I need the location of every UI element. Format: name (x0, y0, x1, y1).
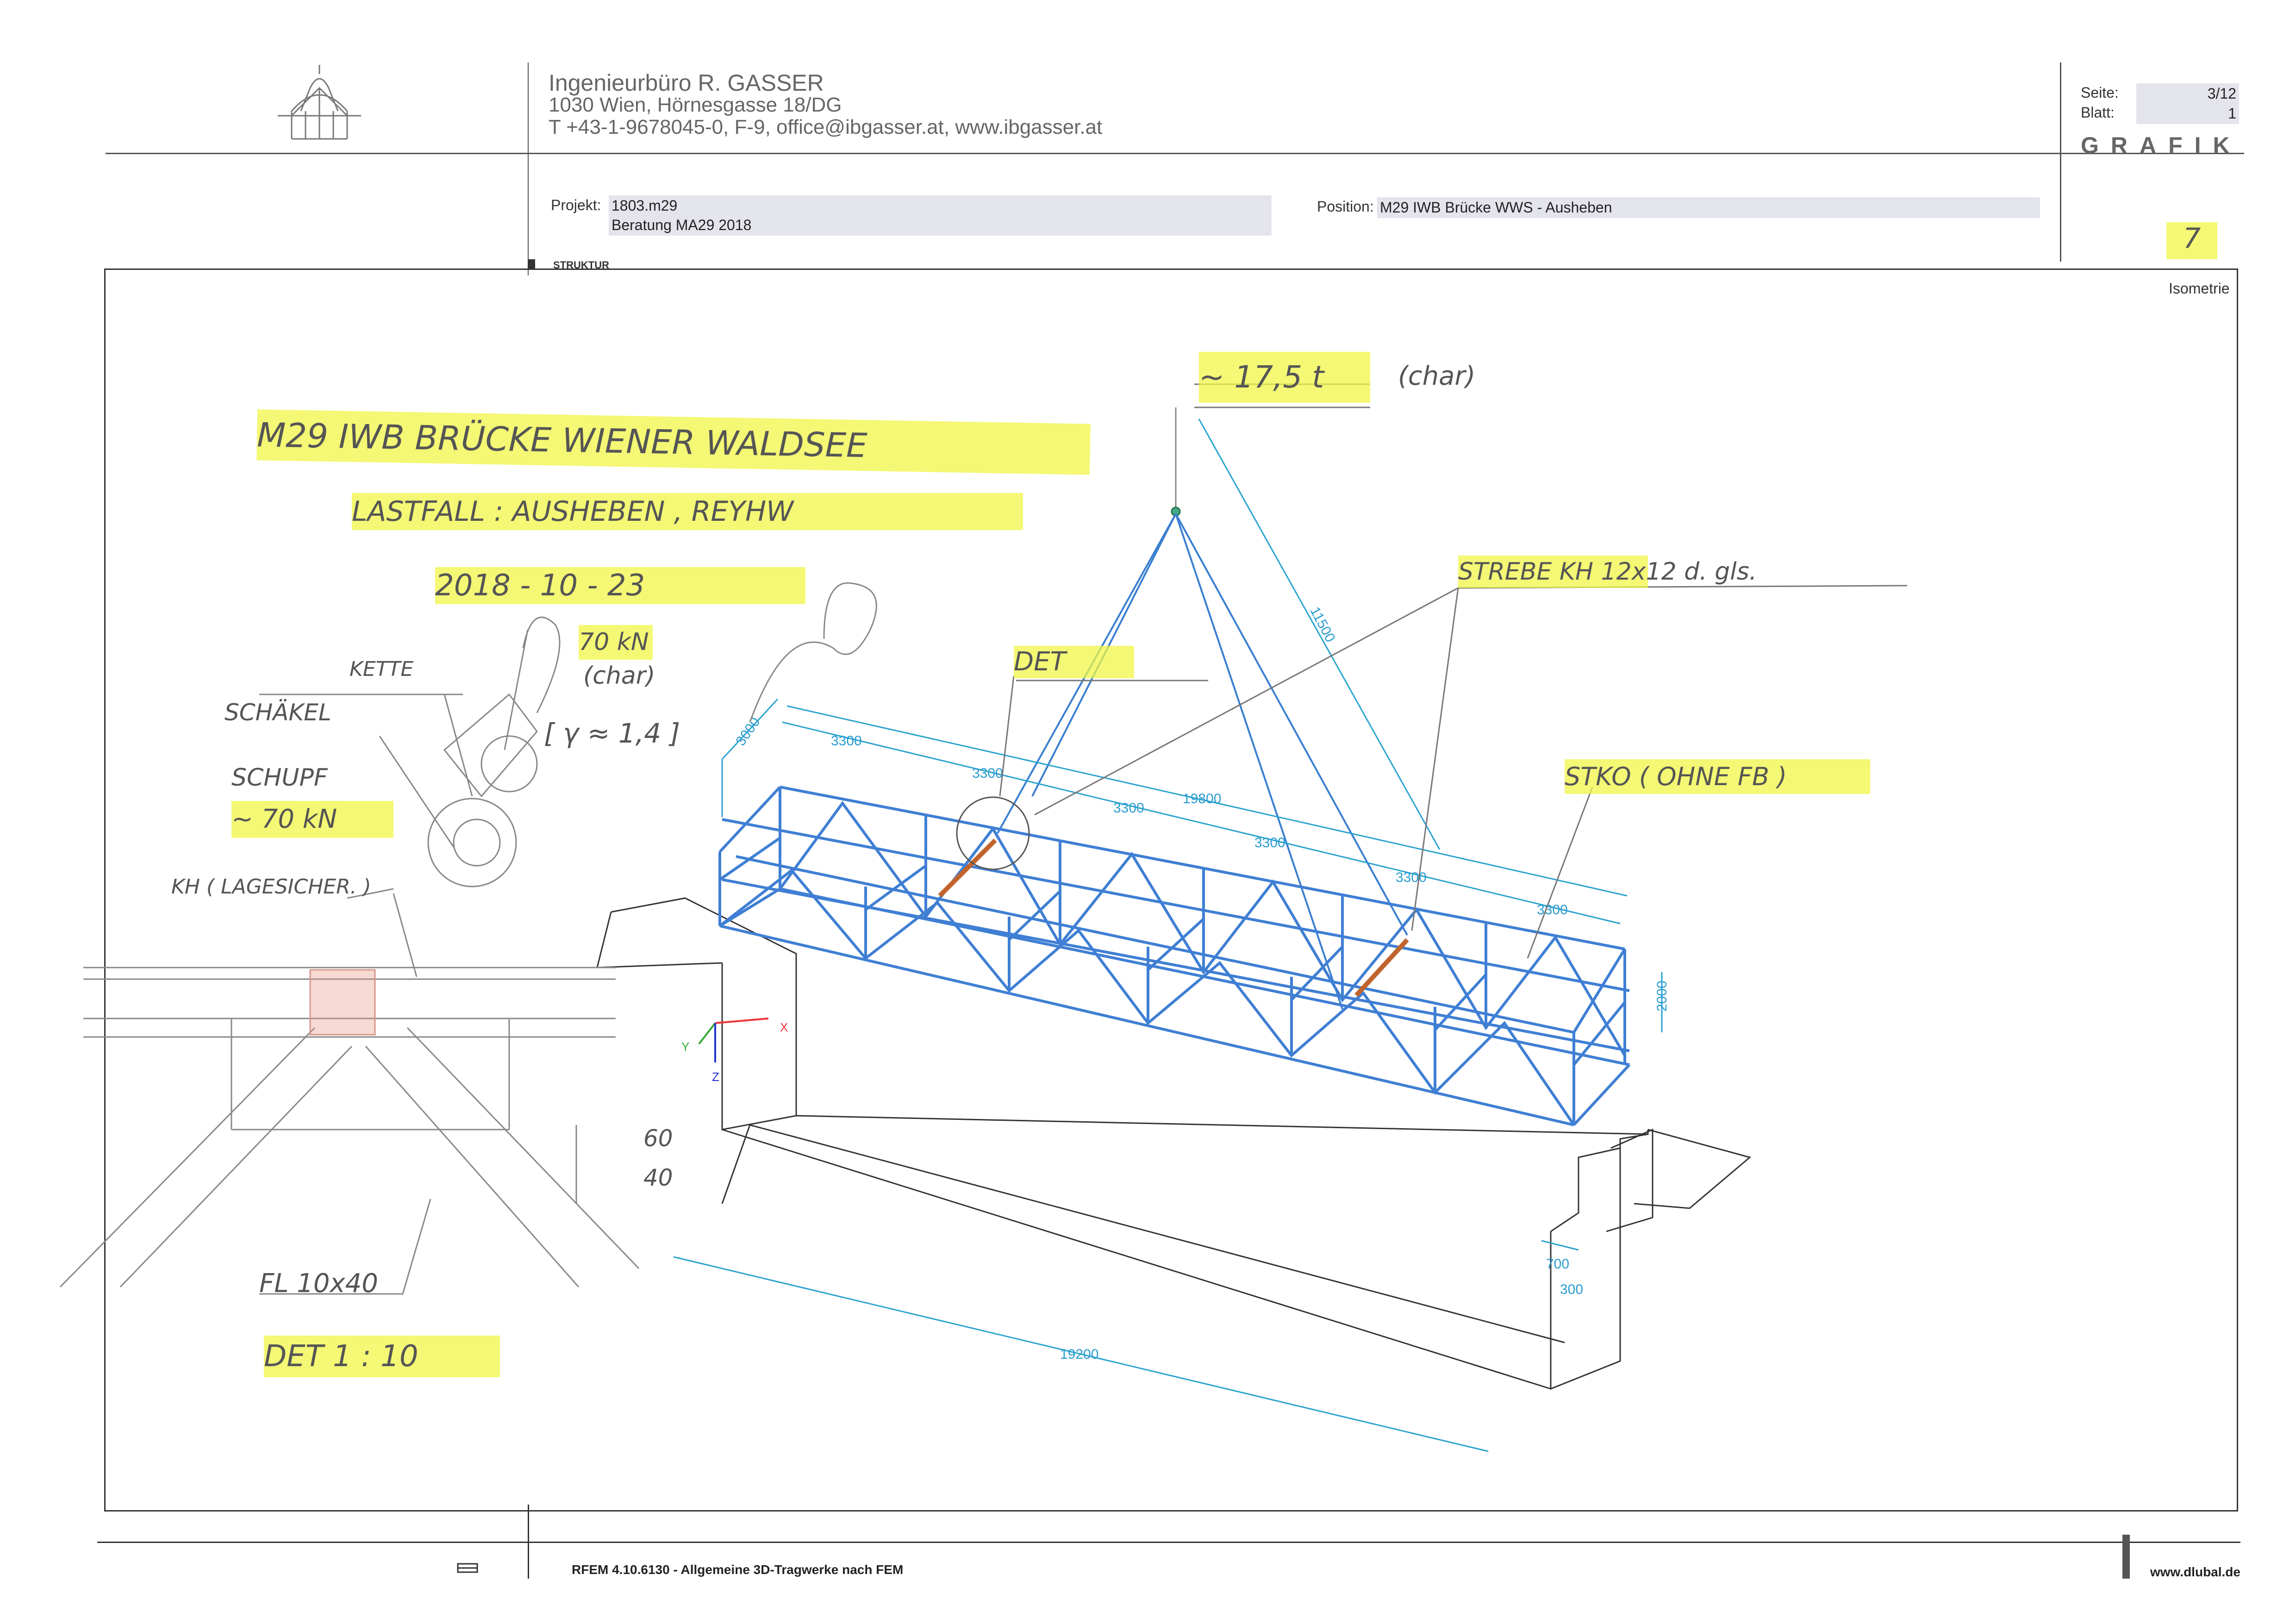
dim-1: 3300 (831, 733, 862, 749)
drawing-frame (104, 269, 2238, 1512)
header-rule (106, 153, 2244, 154)
load-note: ~ 17,5 t (1199, 352, 1370, 403)
footer-divider (528, 1505, 529, 1579)
dimension-lines (673, 418, 1663, 1452)
bridge-truss (718, 786, 1631, 1126)
office-block: Ingenieurbüro R. GASSER 1030 Wien, Hörne… (549, 70, 1103, 138)
dim-pit-length: 19200 (1060, 1347, 1098, 1362)
website: www.dlubal.de (2150, 1565, 2240, 1579)
projekt-sub: Beratung MA29 2018 (609, 215, 1272, 236)
det-scale-note: DET 1 : 10 (264, 1336, 500, 1377)
force-char-note: (char) (583, 662, 655, 690)
schakel-note: SCHÄKEL (225, 699, 331, 726)
dim-3: 3300 (1113, 800, 1144, 816)
software-credit: RFEM 4.10.6130 - Allgemeine 3D-Tragwerke… (572, 1562, 904, 1577)
dim-height: 2000 (1654, 981, 1670, 1012)
schupf-note: SCHUPF (231, 764, 328, 792)
blatt-value: 1 (2136, 103, 2239, 124)
title-note-2: LASTFALL : AUSHEBEN , REYHW (352, 493, 1023, 530)
office-logo (278, 65, 361, 140)
struktur-marker (528, 259, 535, 269)
fl-note: FL 10x40 (259, 1268, 378, 1299)
seite-value: 3/12 (2136, 83, 2239, 104)
projekt-label: Projekt: (551, 197, 601, 213)
factor-note: [ γ ≈ 1,4 ] (544, 718, 680, 749)
view-label: Isometrie (2169, 280, 2230, 297)
header-divider (528, 62, 529, 275)
dim-6: 3300 (1537, 902, 1568, 918)
force-note: 70 kN (579, 625, 653, 660)
projekt-value: 1803.m29 (609, 195, 1272, 216)
pit-outline (596, 897, 1752, 1390)
position-label: Position: (1317, 198, 1374, 215)
connection-detail-sketch (59, 582, 877, 1295)
dim-5: 3300 (1396, 870, 1427, 885)
axis-z-label: Z (712, 1070, 719, 1084)
office-address: 1030 Wien, Hörnesgasse 18/DG (549, 94, 842, 116)
detail-circle (956, 796, 1030, 870)
strut-members (938, 838, 1409, 997)
leader-lines (999, 383, 1908, 959)
office-contact: T +43-1-9678045-0, F-9, office@ibgasser.… (549, 116, 1103, 138)
footer-rule (97, 1542, 2240, 1543)
header-right-divider (2060, 62, 2061, 262)
print-icon (457, 1563, 478, 1573)
strebe-note: STREBE KH 12x12 d. gls. (1458, 556, 1757, 588)
axis-y-label: Y (681, 1040, 689, 1054)
dim-total-length: 19800 (1183, 791, 1221, 806)
dim-40-note: 40 (643, 1164, 673, 1191)
dim-4: 3300 (1254, 835, 1285, 850)
dim-sling: 11500 (1307, 604, 1338, 644)
dim-300: 300 (1560, 1282, 1583, 1297)
footer-marker (2122, 1535, 2130, 1579)
seite-label: Seite: (2081, 84, 2119, 101)
kh-note: KH ( LAGESICHER. ) (171, 875, 371, 899)
load-char-note: (char) (1398, 361, 1476, 391)
section-title: GRAFIK (2081, 132, 2242, 158)
dim-2: 3300 (972, 766, 1003, 781)
office-name: Ingenieurbüro R. GASSER (549, 70, 824, 96)
axis-x-label: X (780, 1020, 788, 1034)
stko-note: STKO ( OHNE FB ) (1565, 759, 1870, 794)
det-note: DET (1014, 646, 1134, 678)
axis-triad (698, 1018, 769, 1062)
kette-note: KETTE (349, 657, 414, 681)
header: Ingenieurbüro R. GASSER 1030 Wien, Hörne… (0, 0, 2296, 278)
blatt-label: Blatt: (2081, 104, 2115, 121)
position-value: M29 IWB Brücke WWS - Ausheben (1377, 197, 2040, 218)
date-note: 2018 - 10 - 23 (435, 567, 805, 604)
page-mark: 7 (2166, 222, 2217, 259)
dim-700: 700 (1546, 1256, 1569, 1272)
schupf-load-note: ~ 70 kN (231, 801, 393, 838)
dim-60-note: 60 (643, 1125, 673, 1152)
